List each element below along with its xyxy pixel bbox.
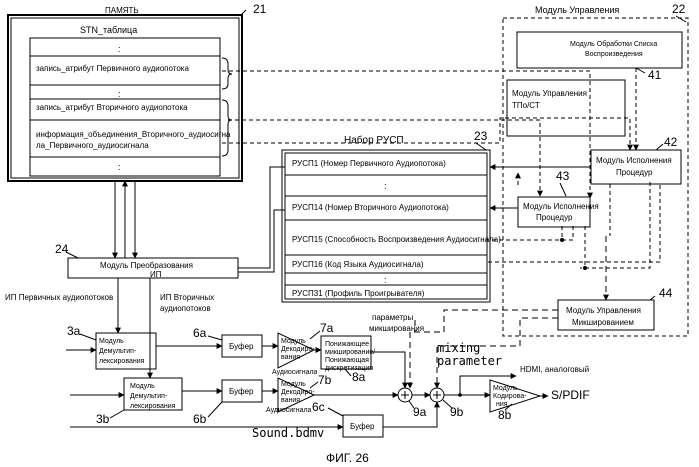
svg-text:ИП: ИП bbox=[150, 270, 162, 279]
svg-text:Буфер: Буфер bbox=[229, 342, 254, 351]
stn-row-combine: информация_объединения_Вторичного_аудиос… bbox=[36, 130, 231, 139]
svg-text:ТПо/СТ: ТПо/СТ bbox=[512, 101, 540, 110]
mix-params-label: параметры bbox=[372, 313, 413, 322]
svg-text:Демультип-: Демультип- bbox=[99, 348, 137, 355]
svg-text:микширование/: микширование/ bbox=[325, 349, 375, 356]
mixctl-ref: 44 bbox=[659, 286, 673, 300]
svg-text:Декодиро-: Декодиро- bbox=[281, 389, 315, 396]
svg-text:Декодиро-: Декодиро- bbox=[281, 346, 315, 353]
svg-text:Модуль Управления: Модуль Управления bbox=[566, 306, 641, 315]
svg-text:Понижающая: Понижающая bbox=[325, 357, 369, 364]
svg-text:3b: 3b bbox=[96, 412, 110, 426]
svg-text:Процедур: Процедур bbox=[536, 213, 573, 222]
svg-text:вания: вания bbox=[281, 397, 300, 404]
svg-text:8a: 8a bbox=[352, 370, 366, 384]
svg-text:Аудиосигнала: Аудиосигнала bbox=[266, 407, 312, 414]
proc-ref-42: 42 bbox=[664, 135, 678, 149]
svg-text:Микшированием: Микшированием bbox=[572, 318, 634, 327]
svg-text:Модуль Управления: Модуль Управления bbox=[512, 89, 587, 98]
buffer-6a: Буфер 6a bbox=[193, 326, 262, 357]
playlist-ref: 41 bbox=[648, 68, 662, 82]
svg-text:ния: ния bbox=[496, 401, 508, 408]
psr-1: РУСП1 (Номер Первичного Аудиопотока) bbox=[292, 159, 446, 168]
svg-text::: : bbox=[384, 275, 387, 285]
svg-text:6c: 6c bbox=[312, 400, 325, 414]
spdif-output-label: S/PDIF bbox=[551, 388, 590, 402]
psr-14: РУСП14 (Номер Вторичного Аудиопотока) bbox=[292, 203, 449, 212]
svg-text:Демультип-: Демультип- bbox=[130, 393, 168, 400]
control-label: Модуль Управления bbox=[535, 5, 619, 15]
svg-text:лексирования: лексирования bbox=[99, 358, 145, 365]
svg-text:Модуль: Модуль bbox=[130, 383, 155, 390]
svg-text:6a: 6a bbox=[193, 326, 207, 340]
control-ref: 22 bbox=[672, 2, 686, 16]
svg-text:ла_Первичного_аудиосигнала: ла_Первичного_аудиосигнала bbox=[36, 141, 149, 150]
svg-text:Модуль: Модуль bbox=[281, 381, 306, 388]
svg-text:9b: 9b bbox=[450, 405, 464, 419]
svg-text:Кодирова-: Кодирова- bbox=[493, 393, 527, 400]
sound-bdmv-label: Sound.bdmv bbox=[252, 426, 324, 440]
svg-text:лексирования: лексирования bbox=[130, 403, 176, 410]
psr-16: РУСП16 (Код Языка Аудиосигнала) bbox=[292, 260, 424, 269]
svg-text:Модуль: Модуль bbox=[493, 385, 518, 392]
hdmi-output-label: HDMI, аналоговый bbox=[520, 365, 589, 374]
psr-ref: 23 bbox=[474, 129, 488, 143]
psr-set: Набор РУСП 23 РУСП1 (Номер Первичного Ау… bbox=[282, 129, 501, 302]
svg-text:Буфер: Буфер bbox=[350, 422, 375, 431]
pid-secondary-label: ИП Вторичных bbox=[160, 293, 214, 302]
svg-text::: : bbox=[384, 181, 387, 191]
psr-31: РУСП31 (Профиль Проигрывателя) bbox=[292, 289, 425, 298]
psr-15: РУСП15 (Способность Воспроизведения Ауди… bbox=[292, 235, 501, 244]
procedure-module-43: Модуль Исполнения Процедур 43 bbox=[518, 169, 599, 227]
proc-ref-43: 43 bbox=[556, 169, 570, 183]
svg-text:8b: 8b bbox=[498, 408, 512, 422]
stn-row-primary: запись_атрибут Первичного аудиопотока bbox=[36, 64, 189, 73]
svg-text:7a: 7a bbox=[320, 321, 334, 335]
pid-primary-label: ИП Первичных аудиопотоков bbox=[5, 293, 113, 302]
svg-text:аудиопотоков: аудиопотоков bbox=[160, 304, 211, 313]
stn-row-secondary: запись_атрибут Вторичного аудиопотока bbox=[36, 103, 188, 112]
svg-text:Модуль Исполнения: Модуль Исполнения bbox=[596, 156, 672, 165]
memory-ref: 21 bbox=[253, 2, 267, 16]
svg-text:Модуль Исполнения: Модуль Исполнения bbox=[523, 202, 599, 211]
memory-label: ПАМЯТЬ bbox=[105, 6, 139, 15]
svg-text:Аудиосигнала: Аудиосигнала bbox=[272, 369, 318, 376]
svg-text::: : bbox=[118, 162, 121, 172]
svg-text:Модуль Преобразования: Модуль Преобразования bbox=[100, 261, 193, 270]
svg-text:Модуль: Модуль bbox=[281, 338, 306, 345]
svg-text:Воспроизведения: Воспроизведения bbox=[585, 51, 643, 58]
figure-caption: ФИГ. 26 bbox=[326, 451, 369, 465]
svg-text:вания: вания bbox=[281, 354, 300, 361]
svg-text::: : bbox=[118, 44, 121, 54]
svg-text:Буфер: Буфер bbox=[229, 387, 254, 396]
svg-text:parameter: parameter bbox=[437, 354, 502, 368]
svg-text:9a: 9a bbox=[413, 405, 427, 419]
demux-3a: Модуль Демультип- лексирования 3a bbox=[67, 324, 156, 369]
stn-table-title: STN_таблица bbox=[80, 25, 137, 35]
svg-text:Модуль: Модуль bbox=[99, 338, 124, 345]
mixer-9b: 9b bbox=[430, 388, 464, 419]
pid-conversion-module: Модуль Преобразования ИП 24 bbox=[55, 242, 238, 279]
demux-3b: Модуль Демультип- лексирования 3b bbox=[96, 378, 182, 426]
svg-text:Процедур: Процедур bbox=[616, 168, 653, 177]
svg-text:3a: 3a bbox=[67, 324, 81, 338]
svg-text:7b: 7b bbox=[318, 373, 332, 387]
svg-text:6b: 6b bbox=[193, 412, 207, 426]
svg-text::: : bbox=[118, 89, 121, 99]
pid-ref: 24 bbox=[55, 242, 69, 256]
svg-text:дискретизация: дискретизация bbox=[325, 365, 373, 372]
psr-title: Набор РУСП bbox=[344, 134, 404, 146]
mixing-control-module: Модуль Управления Микшированием 44 bbox=[558, 286, 673, 330]
svg-text:Понижающее: Понижающее bbox=[325, 341, 369, 348]
mixing-parameter-label: mixing bbox=[437, 341, 480, 355]
svg-text:Модуль Обработки Списка: Модуль Обработки Списка bbox=[570, 40, 657, 48]
mixer-9a: 9a bbox=[398, 388, 427, 419]
memory-block: ПАМЯТЬ 21 STN_таблица : запись_атрибут П… bbox=[8, 2, 267, 181]
playlist-module bbox=[517, 32, 682, 68]
encoder-module-8b: Модуль Кодирова- ния 8b bbox=[490, 380, 540, 422]
buffer-6b: Буфер 6b bbox=[193, 380, 262, 426]
